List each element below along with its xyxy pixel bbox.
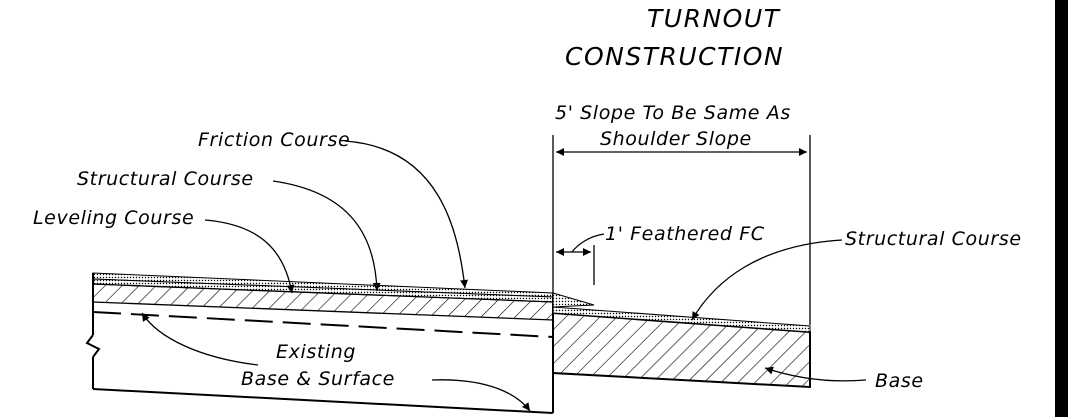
dimension-note-line-1: 5' Slope To Be Same As [555,102,791,124]
turnout-structural-course-layer [552,306,811,333]
dimension-note-line-2: Shoulder Slope [600,128,752,150]
structural-course-left-leader [272,180,381,292]
existing-leader-left [141,312,259,366]
feathered-fc-leader [571,233,605,253]
existing-leader-right [431,379,531,412]
title-line-2: CONSTRUCTION [565,42,784,71]
structural-course-right-label: Structural Course [845,228,1022,250]
feathered-fc-label: 1' Feathered FC [605,223,765,245]
friction-course-leader [344,140,469,289]
feathered-friction-course [552,292,595,308]
existing-label-line-1: Existing [276,341,356,363]
leveling-course-label: Leveling Course [33,207,194,229]
sheet-border [1055,0,1068,417]
existing-label-line-2: Base & Surface [241,368,395,390]
existing-bottom-line [92,388,554,414]
structural-course-right-leader [691,239,843,321]
break-line-symbol [85,334,101,358]
base-label: Base [875,370,924,392]
leveling-course-leader [204,219,295,294]
friction-course-label: Friction Course [198,129,350,151]
existing-surface-dashed-line [92,311,554,338]
base-leader [764,366,867,382]
title-line-1: TURNOUT [647,4,781,33]
structural-course-left-label: Structural Course [77,168,254,190]
